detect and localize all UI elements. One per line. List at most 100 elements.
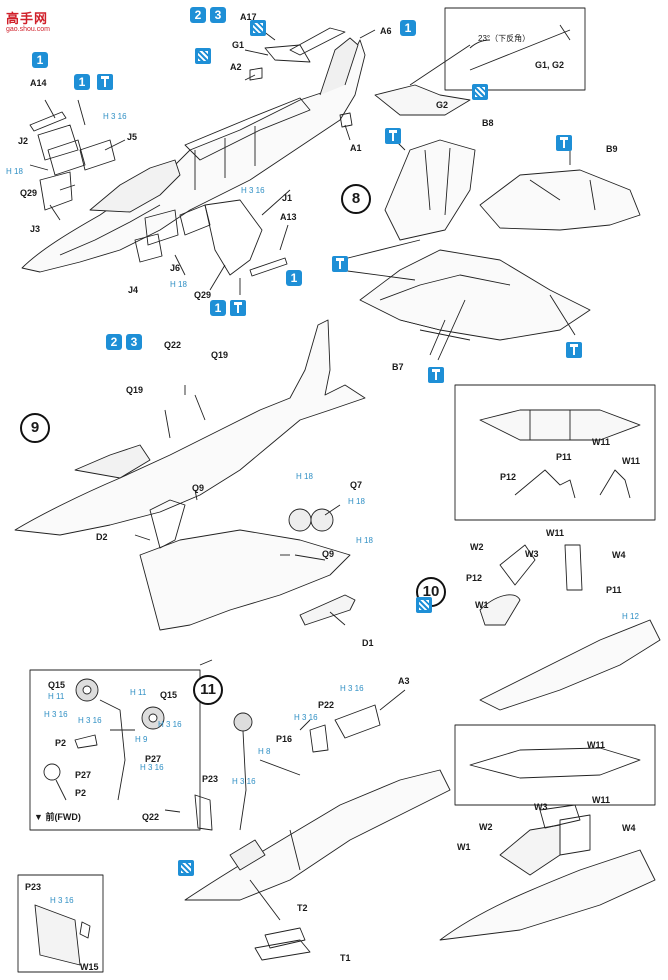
paint-marker-icon (566, 342, 582, 358)
paint-marker-icon (556, 135, 572, 151)
paint-marker-icon (230, 300, 246, 316)
stabilizer-angle-detail (374, 7, 586, 116)
part-label: Q22 (142, 812, 160, 822)
landing-gear-assembly-drawing (17, 659, 451, 973)
part-label: P12 (466, 573, 483, 583)
part-label: Q15 (48, 680, 66, 690)
part-label: Q9 (322, 549, 335, 559)
part-label: W4 (612, 550, 626, 560)
part-label: W11 (622, 456, 641, 466)
part-label: W11 (592, 795, 611, 805)
part-label: D2 (96, 532, 108, 542)
hint-label: H 3 16 (50, 896, 74, 905)
part-label: Q22 (164, 340, 182, 350)
part-label: W4 (622, 823, 636, 833)
part-label: P2 (75, 788, 87, 798)
part-label: Q15 (160, 690, 178, 700)
part-label: W11 (546, 528, 565, 538)
part-label: P23 (202, 774, 219, 784)
part-label: P2 (55, 738, 67, 748)
part-label: P22 (318, 700, 335, 710)
variant-1-badge: 1 (32, 52, 48, 68)
decal-marker-icon (195, 48, 211, 64)
part-label: W3 (525, 549, 539, 559)
part-label: T2 (297, 903, 308, 913)
part-label: J3 (30, 224, 41, 234)
part-label: A13 (280, 212, 297, 222)
part-label: Q19 (126, 385, 144, 395)
hint-label: H 3 16 (158, 720, 182, 729)
variant-3-badge: 3 (210, 7, 226, 23)
part-label: G1, G2 (535, 60, 565, 70)
hint-label: H 8 (258, 747, 271, 756)
hint-label: H 11 (130, 688, 147, 697)
forward-direction-label: 前(FWD) (45, 812, 81, 822)
part-label: T1 (340, 953, 351, 963)
variant-1-badge: 1 (74, 74, 90, 90)
variant-1-badge: 1 (210, 300, 226, 316)
variant-1-badge: 1 (400, 20, 416, 36)
part-label: W2 (470, 542, 484, 552)
part-label: P11 (556, 452, 572, 462)
paint-marker-icon (332, 256, 348, 272)
hint-label: H 3 16 (140, 763, 164, 772)
decal-marker-icon (250, 20, 266, 36)
hint-label: H 18 (356, 536, 373, 545)
variant-2-badge: 2 (190, 7, 206, 23)
wing-assembly-drawing (339, 139, 641, 361)
part-label: A3 (398, 676, 410, 686)
part-label: A17 (240, 12, 257, 22)
decal-marker-icon (472, 84, 488, 100)
part-label: A6 (380, 26, 392, 36)
part-label: Q19 (211, 350, 229, 360)
hint-label: H 11 (48, 692, 65, 701)
part-label: J6 (170, 263, 181, 273)
fuselage-assembly-drawing (21, 24, 376, 295)
part-label: A1 (350, 143, 362, 153)
hint-label: H 3 16 (103, 112, 127, 121)
part-label: B7 (392, 362, 404, 372)
part-label: Q9 (192, 483, 205, 493)
part-label: J1 (282, 193, 293, 203)
part-label: G1 (232, 40, 245, 50)
part-label: W11 (587, 740, 606, 750)
hint-label: H 18 (348, 497, 365, 506)
part-label: J5 (127, 132, 138, 142)
canopy-detail-drawing (439, 384, 661, 941)
part-label: W2 (479, 822, 493, 832)
step-9-number: 9 (20, 413, 50, 443)
part-label: Q29 (194, 290, 212, 300)
part-label: G2 (436, 100, 449, 110)
part-label: D1 (362, 638, 374, 648)
paint-marker-icon (97, 74, 113, 90)
part-label: P23 (25, 882, 42, 892)
part-label: P27 (75, 770, 92, 780)
decal-marker-icon (416, 597, 432, 613)
fuselage-wing-assembly-drawing (14, 319, 366, 631)
part-label: Q29 (20, 188, 38, 198)
part-label: P12 (500, 472, 517, 482)
part-label: J4 (128, 285, 139, 295)
hint-label: H 3 16 (78, 716, 102, 725)
brand-site: gao.shou.com (6, 26, 50, 33)
part-label: P11 (606, 585, 622, 595)
dihedral-angle-note: 23°（下反角） (478, 34, 531, 43)
hint-label: H 9 (135, 735, 148, 744)
part-label: P16 (276, 734, 293, 744)
hint-label: H 3 16 (241, 186, 265, 195)
part-label: W1 (457, 842, 471, 852)
step-8-number: 8 (341, 184, 371, 214)
step-11-number: 11 (193, 675, 223, 705)
hint-label: H 3 16 (340, 684, 364, 693)
variant-1-badge: 1 (286, 270, 302, 286)
part-label: P27 (145, 754, 162, 764)
part-label: W15 (80, 962, 99, 972)
paint-marker-icon (385, 128, 401, 144)
paint-marker-icon (428, 367, 444, 383)
part-label: J2 (18, 136, 29, 146)
brand-logo: 高手网 (6, 11, 49, 26)
part-label: A14 (30, 78, 47, 88)
part-label: W11 (592, 437, 611, 447)
part-label: W1 (475, 600, 489, 610)
